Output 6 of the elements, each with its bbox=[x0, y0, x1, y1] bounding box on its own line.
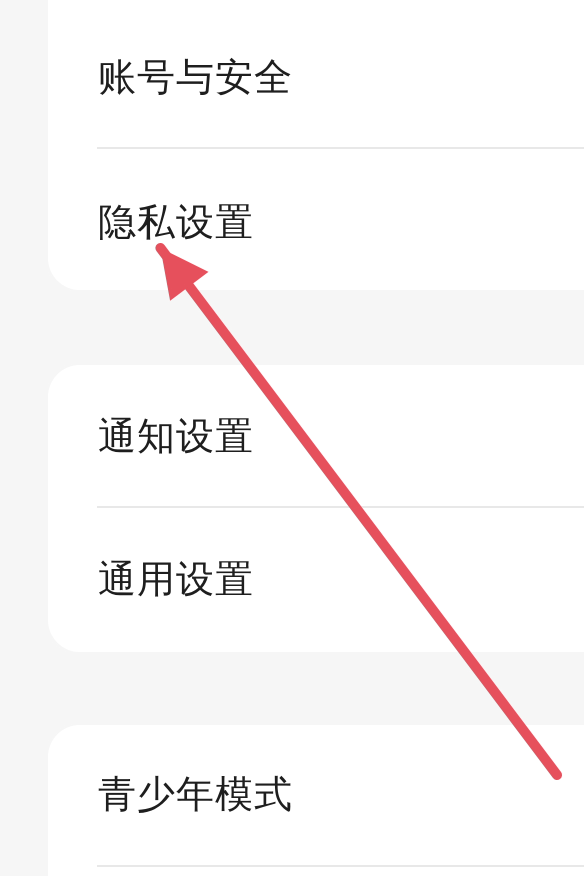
menu-item-label: 通用设置 bbox=[98, 555, 254, 603]
arrow bbox=[155, 243, 562, 780]
menu-item-label: 通知设置 bbox=[98, 412, 254, 460]
menu-item-label: 隐私设置 bbox=[98, 198, 254, 246]
menu-item-label: 账号与安全 bbox=[98, 53, 293, 101]
menu-item-label: 青少年模式 bbox=[98, 770, 293, 818]
